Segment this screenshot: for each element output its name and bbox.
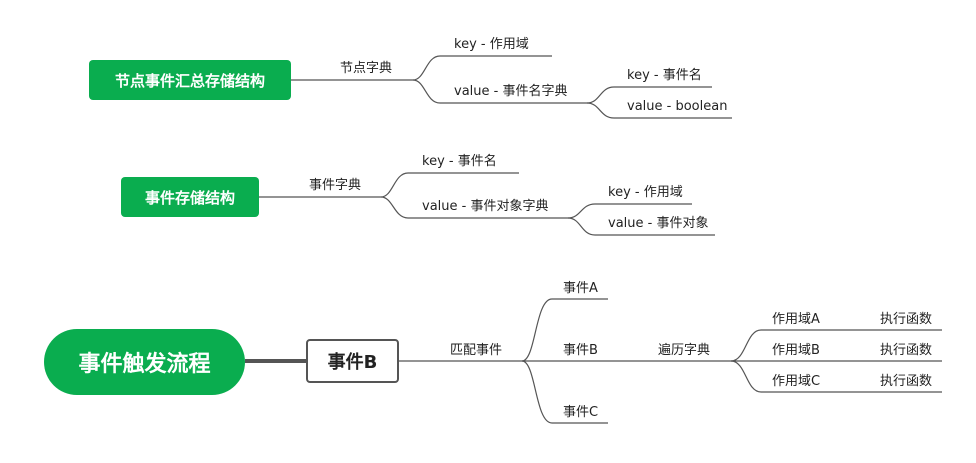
branch-label-match-event: 匹配事件 [450,343,503,358]
branch-label-traverse-dict: 遍历字典 [658,343,711,358]
leaf-label-exec-c: 执行函数 [880,374,933,389]
root-node-event-trigger-flow[interactable]: 事件触发流程 [44,329,245,395]
connector-branch2-key [380,172,519,198]
leaf-label-key-event-name: key - 事件名 [627,68,702,83]
leaf-label-value-event-object-dict: value - 事件对象字典 [422,199,549,214]
connector-value1-subkey [586,86,712,104]
leaf-label-event-a: 事件A [563,281,598,296]
leaf-label-value-event-name-dict: value - 事件名字典 [454,84,568,99]
leaf-label-key-event-name: key - 事件名 [422,154,497,169]
leaf-label-scope-a: 作用域A [772,312,820,327]
leaf-label-scope-c: 作用域C [772,374,821,389]
connector-branch2-value [380,196,568,219]
leaf-label-value-event-object: value - 事件对象 [608,216,709,231]
connector-branch1-value [412,79,587,104]
root-node-summary-structure[interactable]: 节点事件汇总存储结构 [89,60,291,100]
connector-branch1-key [412,55,552,81]
root-node-event-storage[interactable]: 事件存储结构 [121,177,259,217]
leaf-label-exec-b: 执行函数 [880,343,933,358]
event-b-node[interactable]: 事件B [306,339,399,383]
leaf-label-key-scope: key - 作用域 [454,37,529,52]
branch-label-event-dict: 事件字典 [309,178,362,193]
connector-match-eventC [521,360,608,424]
leaf-label-event-c: 事件C [563,405,599,420]
connector-scopeC [730,360,942,393]
leaf-label-value-boolean: value - boolean [627,99,728,114]
leaf-label-scope-b: 作用域B [772,343,820,358]
connector-match-eventA [521,298,608,362]
leaf-label-exec-a: 执行函数 [880,312,933,327]
connector-value2-subkey [567,203,692,219]
connector-value1-subvalue [586,102,732,119]
branch-label-node-dict: 节点字典 [340,61,393,76]
leaf-label-event-b: 事件B [563,343,598,358]
connector-value2-subvalue [567,217,715,236]
leaf-label-key-scope: key - 作用域 [608,185,683,200]
connector-scopeA [730,329,942,362]
